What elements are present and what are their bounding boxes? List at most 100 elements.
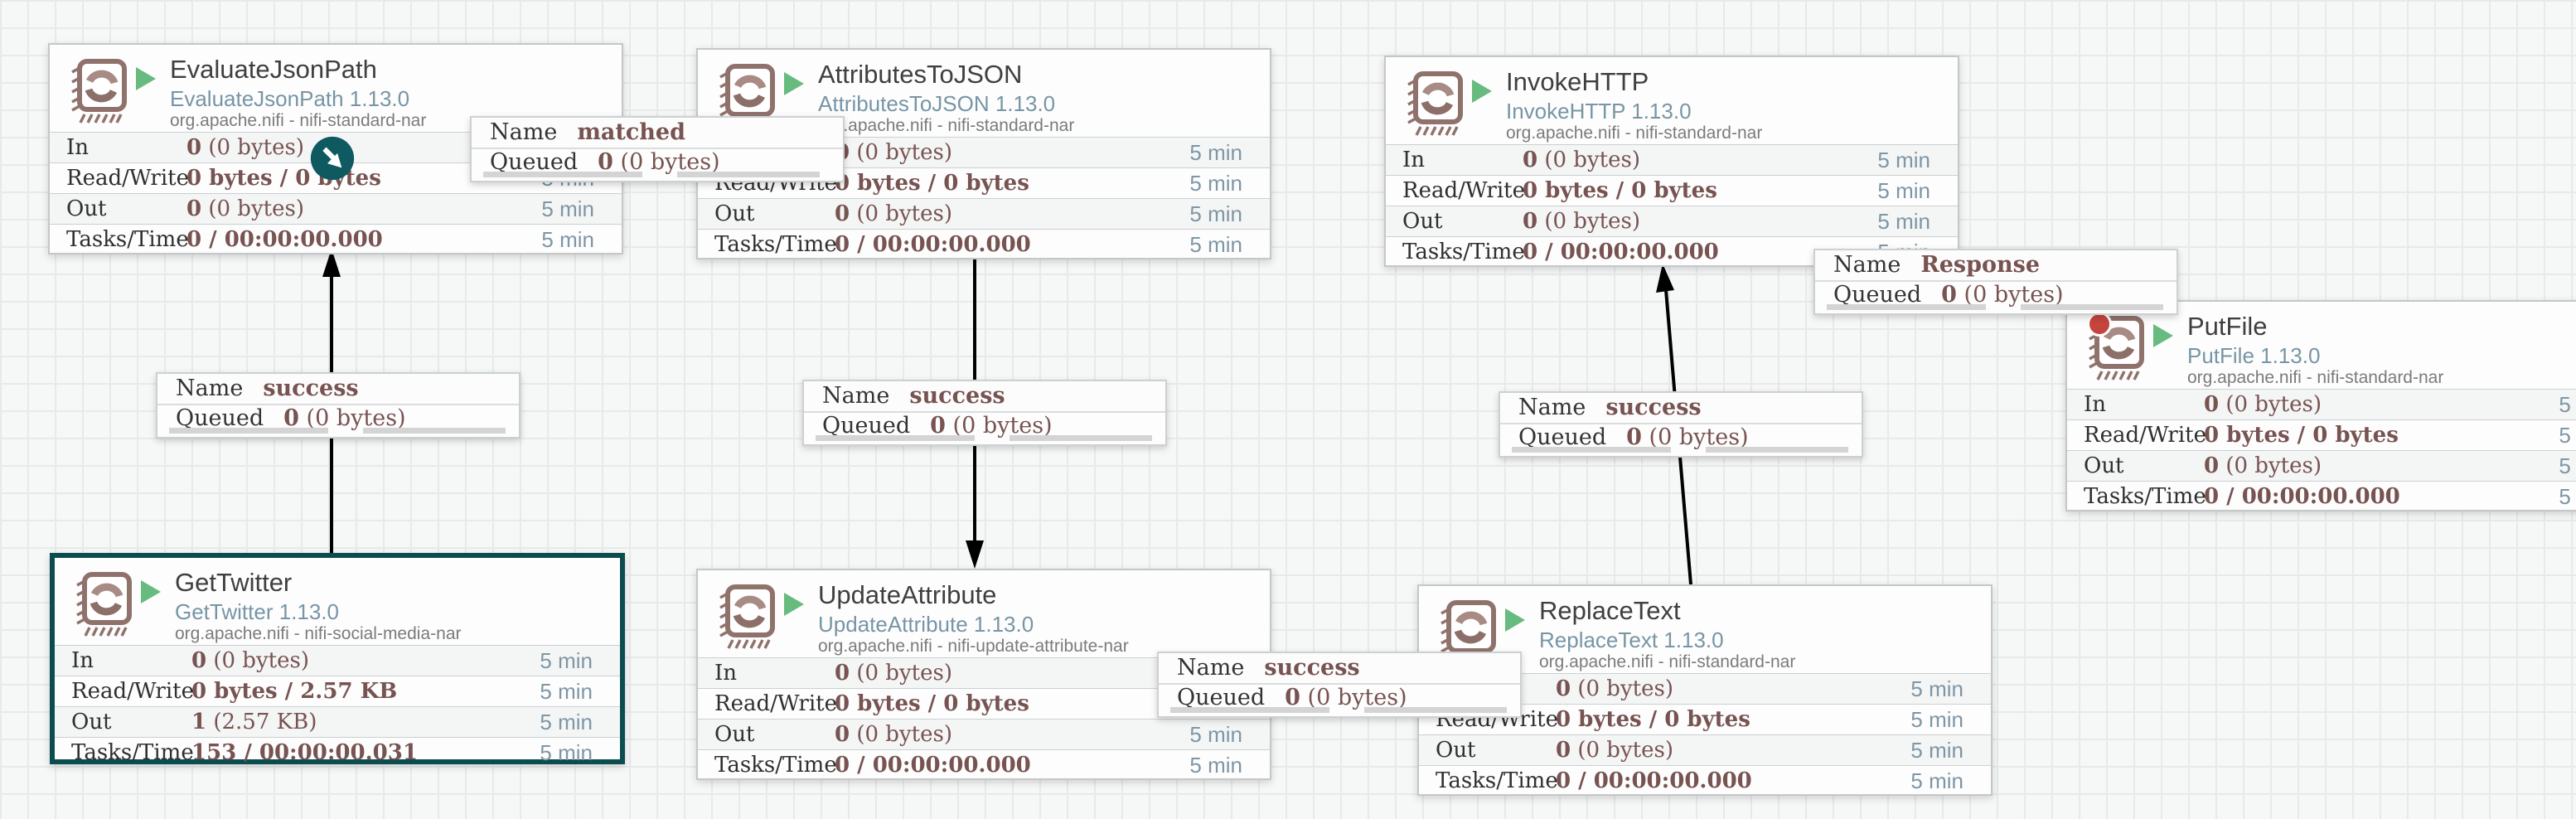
connection-queued-key: Queued bbox=[176, 405, 264, 431]
stat-period: 5 min bbox=[1910, 738, 1963, 763]
processor-type: InvokeHTTP 1.13.0 bbox=[1506, 99, 1692, 124]
stat-row-out: Out 0 (0 bytes) 5 min bbox=[698, 198, 1270, 229]
queue-percent-bar bbox=[363, 428, 506, 434]
processor-header: AttributesToJSON AttributesToJSON 1.13.0… bbox=[698, 50, 1270, 137]
connection-queued-value: 0 (0 bytes) bbox=[1626, 424, 1749, 450]
stat-value: 0 (0 bytes) bbox=[2204, 453, 2322, 478]
processor-name: ReplaceText bbox=[1539, 596, 1681, 625]
stat-label: Read/Write bbox=[2084, 423, 2207, 448]
processor-bundle: org.apache.nifi - nifi-standard-nar bbox=[818, 116, 1075, 135]
processor-stats: In 0 (0 bytes) 5 min Read/Write 0 bytes … bbox=[55, 645, 620, 765]
run-status-running-icon bbox=[1505, 608, 1525, 632]
connection-queued-value: 0 (0 bytes) bbox=[1941, 282, 2064, 308]
stat-value: 0 (0 bytes) bbox=[835, 201, 952, 226]
processor-name: EvaluateJsonPath bbox=[170, 55, 377, 84]
run-status-running-icon bbox=[136, 67, 156, 90]
connection-name-value: Response bbox=[1920, 252, 2041, 278]
stat-row-tasks: Tasks/Time 0 / 00:00:00.000 5 min bbox=[698, 749, 1270, 780]
stat-label: Out bbox=[714, 722, 755, 747]
stat-label: Tasks/Time bbox=[1402, 240, 1525, 264]
stat-row-tasks: Tasks/Time 0 / 00:00:00.000 5 min bbox=[2067, 481, 2576, 511]
connection-name-value: success bbox=[1605, 395, 1702, 420]
processor-node-updateattribute[interactable]: UpdateAttribute UpdateAttribute 1.13.0 o… bbox=[696, 569, 1271, 780]
processor-name: GetTwitter bbox=[175, 568, 293, 597]
connection-name-row: Name Response bbox=[1815, 250, 2177, 282]
stat-label: Out bbox=[1436, 738, 1476, 763]
connection-queued-value: 0 (0 bytes) bbox=[283, 405, 406, 431]
processor-node-gettwitter[interactable]: GetTwitter GetTwitter 1.13.0 org.apache.… bbox=[50, 553, 625, 765]
queue-percent-bar bbox=[1827, 304, 1986, 310]
processor-node-putfile[interactable]: PutFile PutFile 1.13.0 org.apache.nifi -… bbox=[2065, 300, 2576, 511]
queue-percent-bar bbox=[1706, 447, 1848, 453]
processor-stats: In 0 (0 bytes) 5 min Read/Write 0 bytes … bbox=[698, 137, 1270, 258]
processor-header: UpdateAttribute UpdateAttribute 1.13.0 o… bbox=[698, 570, 1270, 657]
stat-row-tasks: Tasks/Time 0 / 00:00:00.000 5 min bbox=[50, 224, 622, 254]
stat-label: Tasks/Time bbox=[71, 740, 194, 765]
connect-cursor-icon bbox=[310, 136, 355, 181]
processor-node-invokehttp[interactable]: InvokeHTTP InvokeHTTP 1.13.0 org.apache.… bbox=[1384, 56, 1959, 267]
stat-row-out: Out 0 (0 bytes) 5 min bbox=[1419, 734, 1991, 765]
processor-bundle: org.apache.nifi - nifi-standard-nar bbox=[170, 111, 427, 130]
stat-row-out: Out 0 (0 bytes) 5 min bbox=[698, 719, 1270, 749]
processor-type: GetTwitter 1.13.0 bbox=[175, 599, 339, 624]
stat-period: 5 min bbox=[1189, 140, 1242, 165]
stat-period: 5 min bbox=[1877, 178, 1930, 203]
stat-label: Out bbox=[2084, 453, 2124, 478]
stat-label: In bbox=[2084, 392, 2107, 417]
stat-label: Read/Write bbox=[66, 166, 190, 191]
connection-queued-row: Queued 0 (0 bytes) bbox=[157, 405, 519, 431]
stat-row-out: Out 0 (0 bytes) 5 min bbox=[50, 193, 622, 224]
stat-period: 5 min bbox=[540, 740, 593, 765]
stat-row-tasks: Tasks/Time 0 / 00:00:00.000 5 min bbox=[1386, 236, 1958, 267]
queue-percent-bar bbox=[1170, 707, 1329, 713]
stat-period: 5 min bbox=[1877, 209, 1930, 234]
stat-value: 0 (0 bytes) bbox=[186, 196, 304, 221]
stat-value: 0 (0 bytes) bbox=[835, 661, 952, 686]
stat-row-readwrite: Read/Write 0 bytes / 0 bytes 5 min bbox=[698, 167, 1270, 198]
connection-queued-value: 0 (0 bytes) bbox=[598, 149, 720, 175]
stat-label: Read/Write bbox=[71, 679, 195, 704]
queue-percent-bar bbox=[2021, 304, 2163, 310]
stat-value: 0 / 00:00:00.000 bbox=[186, 227, 383, 252]
stat-row-readwrite: Read/Write 0 bytes / 0 bytes 5 min bbox=[2067, 419, 2576, 450]
stat-row-tasks: Tasks/Time 0 / 00:00:00.000 5 min bbox=[1419, 765, 1991, 796]
stat-period: 5 min bbox=[1189, 171, 1242, 196]
processor-name: PutFile bbox=[2187, 312, 2268, 341]
stat-row-readwrite: Read/Write 0 bytes / 2.57 KB 5 min bbox=[55, 676, 620, 706]
processor-stamp-icon bbox=[65, 56, 129, 129]
processor-header: InvokeHTTP InvokeHTTP 1.13.0 org.apache.… bbox=[1386, 57, 1958, 144]
stat-row-in: In 0 (0 bytes) 5 min bbox=[2067, 389, 2576, 419]
stat-period: 5 min bbox=[541, 227, 594, 252]
stat-value: 0 / 00:00:00.000 bbox=[835, 232, 1031, 257]
stat-row-out: Out 0 (0 bytes) 5 min bbox=[2067, 450, 2576, 481]
stat-label: Tasks/Time bbox=[1436, 768, 1558, 793]
processor-header: EvaluateJsonPath EvaluateJsonPath 1.13.0… bbox=[50, 45, 622, 132]
connection-queued-value: 0 (0 bytes) bbox=[1285, 685, 1407, 710]
connection-name-key: Name bbox=[1833, 252, 1901, 278]
stat-row-in: In 0 (0 bytes) 5 min bbox=[1386, 144, 1958, 175]
stat-value: 0 bytes / 0 bytes bbox=[2204, 423, 2399, 448]
processor-type: EvaluateJsonPath 1.13.0 bbox=[170, 86, 410, 111]
processor-type: ReplaceText 1.13.0 bbox=[1539, 628, 1724, 652]
stat-value: 0 / 00:00:00.000 bbox=[1523, 240, 1719, 264]
run-status-running-icon bbox=[784, 72, 804, 95]
stat-value: 0 (0 bytes) bbox=[1523, 209, 1640, 234]
stat-label: Out bbox=[714, 201, 755, 226]
stat-period: 5 min bbox=[1189, 201, 1242, 226]
processor-bundle: org.apache.nifi - nifi-standard-nar bbox=[1539, 652, 1796, 671]
stat-period: 5 min bbox=[1189, 753, 1242, 778]
processor-bundle: org.apache.nifi - nifi-standard-nar bbox=[2187, 368, 2444, 387]
stat-label: In bbox=[1402, 148, 1426, 172]
